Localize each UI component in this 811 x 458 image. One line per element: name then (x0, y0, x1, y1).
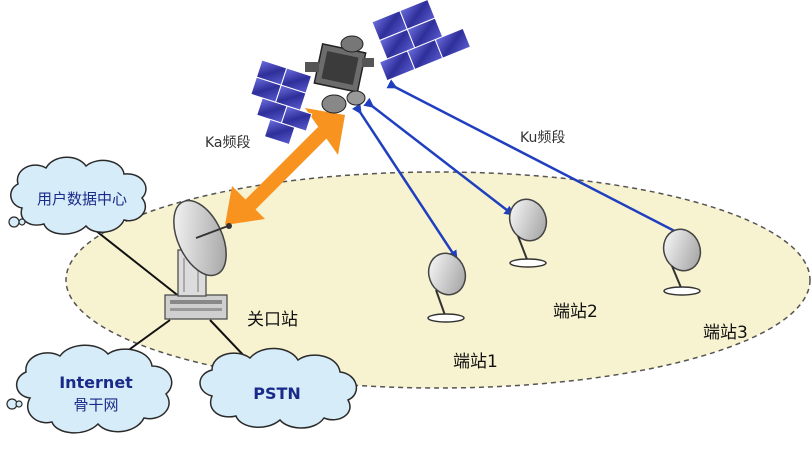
terminal3-label: 端站3 (703, 323, 748, 343)
terminal2-antenna-icon (508, 198, 548, 268)
datacenter-label: 用户数据中心 (36, 190, 127, 208)
ka-band-label: Ka频段 (205, 135, 251, 151)
terminal2-label: 端站2 (553, 302, 598, 322)
satellite-icon (250, 0, 472, 146)
terminal1-antenna-icon (427, 252, 467, 323)
ka-band-arrow (225, 108, 345, 225)
gateway-label: 关口站 (247, 310, 298, 330)
ku-link-terminal3 (386, 79, 697, 243)
cloud-datacenter (8, 156, 147, 235)
backbone-label: 骨干网 (73, 396, 119, 414)
internet-label: Internet (59, 373, 133, 392)
pstn-label: PSTN (253, 384, 301, 403)
terminal3-antenna-icon (662, 228, 702, 296)
cloud-internet (6, 344, 173, 434)
ku-band-label: Ku频段 (520, 130, 566, 146)
terminal1-label: 端站1 (453, 352, 498, 372)
cloud-pstn (199, 347, 358, 429)
gateway-antenna-icon (164, 199, 232, 320)
link-gateway-datacenter (94, 229, 191, 306)
